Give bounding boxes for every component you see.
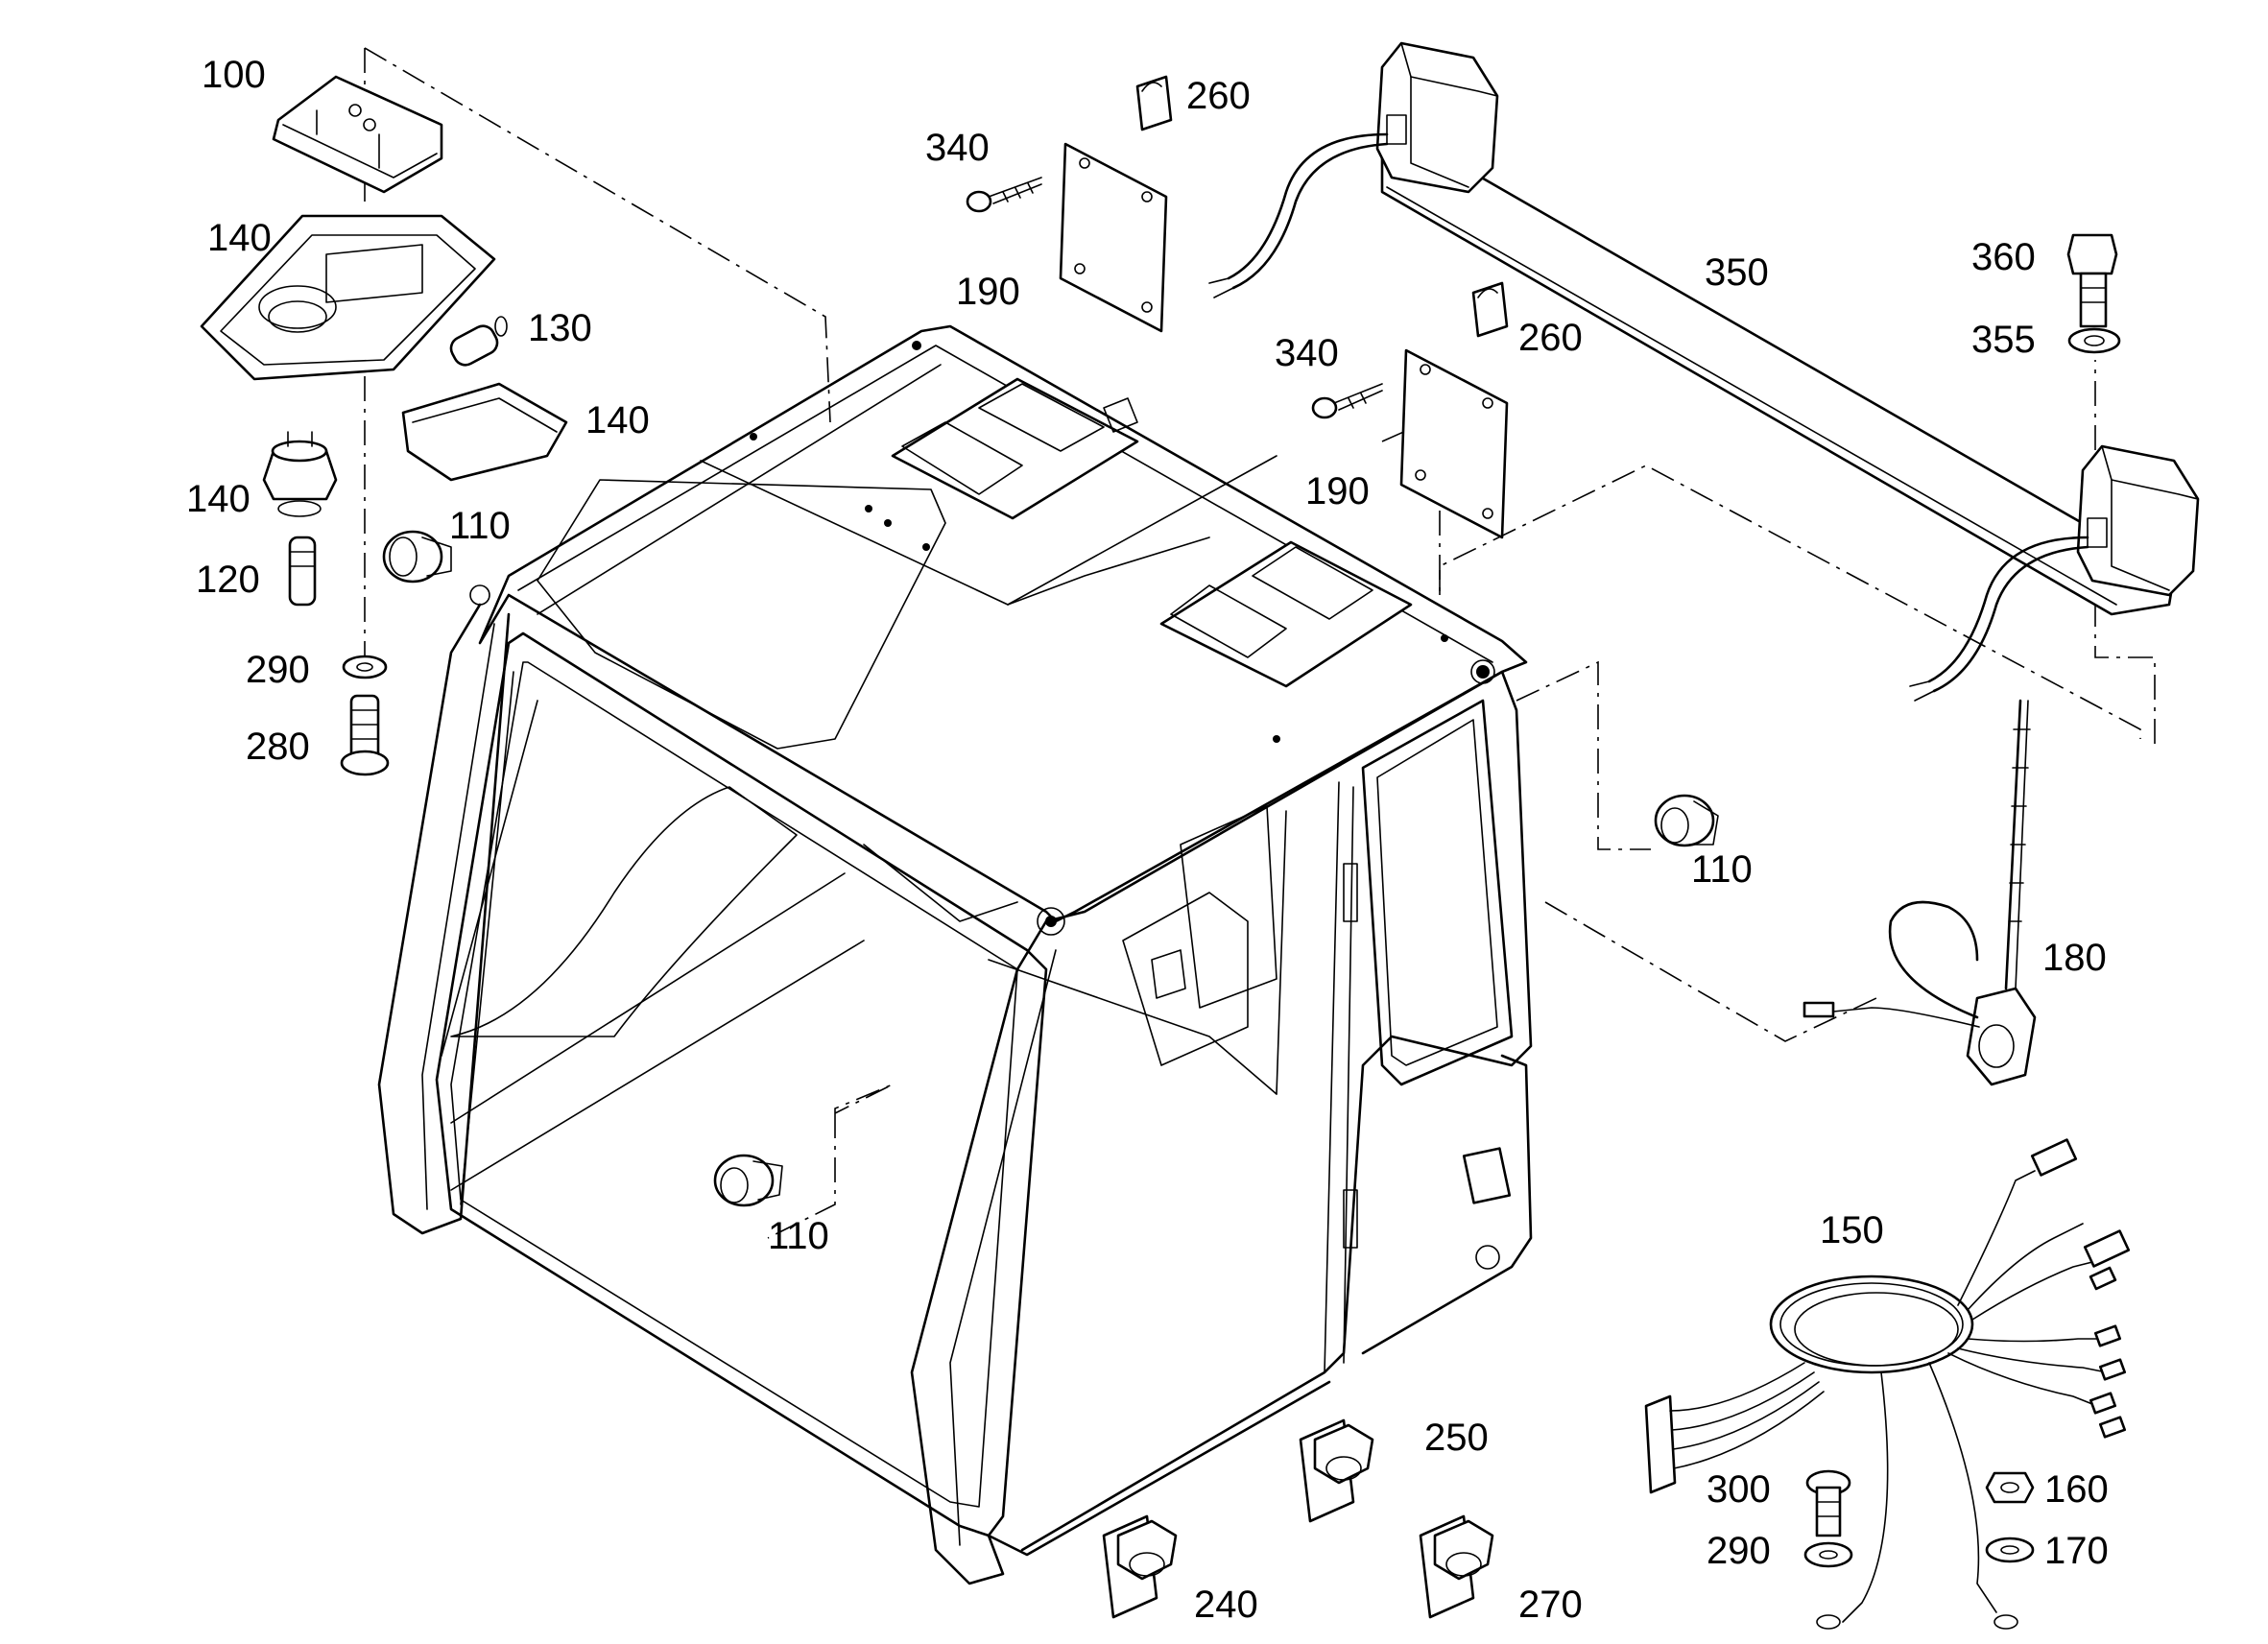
part-270-clip [1419, 1514, 1494, 1619]
callout-170: 170 [2044, 1530, 2109, 1572]
part-355-washer [2067, 327, 2121, 354]
callout-110-bottom: 110 [768, 1215, 829, 1257]
part-290-washer-bottom [1803, 1541, 1853, 1568]
callout-340-a: 340 [925, 127, 990, 169]
callout-190-b: 190 [1305, 470, 1370, 512]
part-360-bolt [2066, 233, 2118, 328]
callout-260-b: 260 [1518, 317, 1583, 359]
part-260-clip-a [1135, 75, 1173, 131]
callout-250: 250 [1424, 1417, 1489, 1459]
callout-340-b: 340 [1275, 332, 1339, 374]
part-280-screw [340, 694, 390, 776]
callout-290-bottom: 290 [1707, 1530, 1771, 1572]
callout-260-a: 260 [1186, 75, 1251, 117]
part-260-clip-b [1471, 281, 1509, 338]
part-140-knob [262, 431, 338, 517]
part-180-antenna [1802, 699, 2037, 1086]
operator-cab [377, 324, 1533, 1585]
roof-vent-rear [891, 377, 1139, 520]
part-350-light-bar [1208, 41, 2200, 702]
part-190-plate-b [1399, 348, 1509, 539]
callout-280: 280 [246, 726, 310, 768]
part-300-screw [1805, 1469, 1851, 1537]
callout-350: 350 [1705, 251, 1769, 294]
part-110-grommet-top [382, 530, 452, 584]
part-290-washer-top [342, 655, 388, 679]
part-190-plate-a [1059, 142, 1168, 333]
part-170-washer [1985, 1537, 2035, 1563]
callout-180: 180 [2042, 937, 2107, 979]
work-light-right [2076, 444, 2200, 597]
callout-140-housing: 140 [207, 217, 272, 259]
callout-140-lens: 140 [585, 399, 650, 441]
part-100-bracket [272, 75, 443, 194]
part-150-wiring-harness [1644, 1138, 2131, 1630]
part-140-lamp-housing [200, 214, 496, 381]
callout-110-top: 110 [449, 505, 511, 547]
part-140-lens [401, 382, 568, 482]
part-250-clip [1299, 1418, 1374, 1523]
callout-160: 160 [2044, 1468, 2109, 1511]
part-110-grommet-bottom [713, 1154, 783, 1207]
callout-290-top: 290 [246, 649, 310, 691]
part-120-pin [288, 536, 317, 607]
callout-140-knob: 140 [186, 478, 251, 520]
callout-270: 270 [1518, 1584, 1583, 1626]
part-340-screw-b [1311, 383, 1383, 419]
callout-355: 355 [1971, 319, 2036, 361]
callout-190-a: 190 [956, 271, 1020, 313]
callout-130: 130 [528, 307, 592, 349]
callout-360: 360 [1971, 236, 2036, 278]
callout-240: 240 [1194, 1584, 1258, 1626]
callout-300: 300 [1707, 1468, 1771, 1511]
callout-110-right: 110 [1691, 848, 1753, 891]
part-130-bulb [449, 316, 508, 367]
callout-120: 120 [196, 559, 260, 601]
work-light-left [1375, 41, 1499, 194]
roof-vent-front [1159, 540, 1413, 688]
callout-150: 150 [1820, 1209, 1884, 1251]
part-110-grommet-right [1654, 794, 1719, 847]
part-340-screw-a [966, 177, 1042, 213]
part-160-nut [1985, 1471, 2035, 1504]
callout-100: 100 [202, 54, 266, 96]
part-240-clip [1102, 1514, 1178, 1619]
